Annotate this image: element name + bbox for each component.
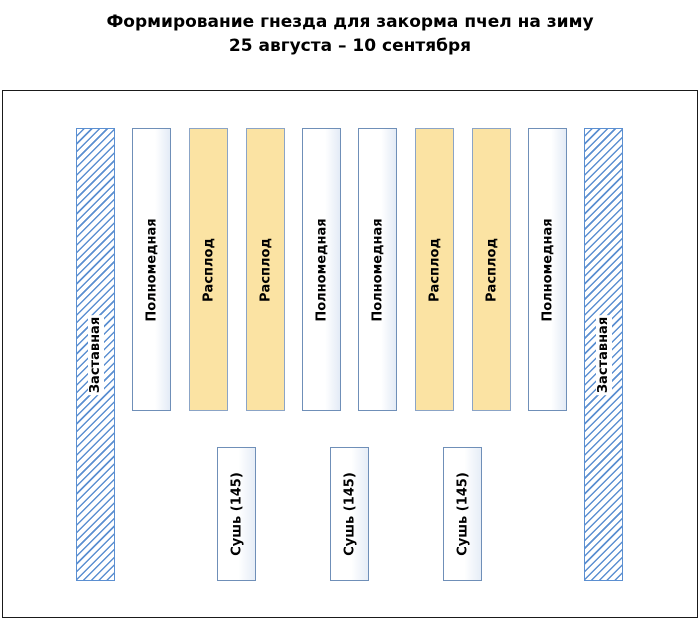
divider-board-left: Заставная (76, 128, 115, 581)
brood-frame: Расплод (246, 128, 285, 411)
frame-label: Расплод (258, 237, 273, 302)
frame-label: Полномедная (370, 217, 385, 322)
frame-label: Полномедная (144, 217, 159, 322)
frame-label: Сушь (145) (342, 472, 357, 556)
dry-comb-frame: Сушь (145) (330, 447, 369, 581)
brood-frame: Расплод (472, 128, 511, 411)
frame-label: Заставная (87, 314, 104, 395)
diagram-title: Формирование гнезда для закорма пчел на … (0, 10, 700, 58)
title-line-1: Формирование гнезда для закорма пчел на … (106, 12, 594, 32)
dry-comb-frame: Сушь (145) (443, 447, 482, 581)
frame-label: Расплод (427, 237, 442, 302)
frame-label: Расплод (484, 237, 499, 302)
frame-label: Сушь (145) (455, 472, 470, 556)
honey-frame: Полномедная (358, 128, 397, 411)
divider-board-right: Заставная (584, 128, 623, 581)
brood-frame: Расплод (415, 128, 454, 411)
brood-frame: Расплод (189, 128, 228, 411)
honey-frame: Полномедная (528, 128, 567, 411)
dry-comb-frame: Сушь (145) (217, 447, 256, 581)
frame-label: Заставная (595, 314, 612, 395)
frame-label: Сушь (145) (229, 472, 244, 556)
honey-frame: Полномедная (302, 128, 341, 411)
honey-frame: Полномедная (132, 128, 171, 411)
frame-label: Расплод (201, 237, 216, 302)
frame-label: Полномедная (314, 217, 329, 322)
frame-label: Полномедная (540, 217, 555, 322)
title-line-2: 25 августа – 10 сентября (228, 36, 472, 56)
